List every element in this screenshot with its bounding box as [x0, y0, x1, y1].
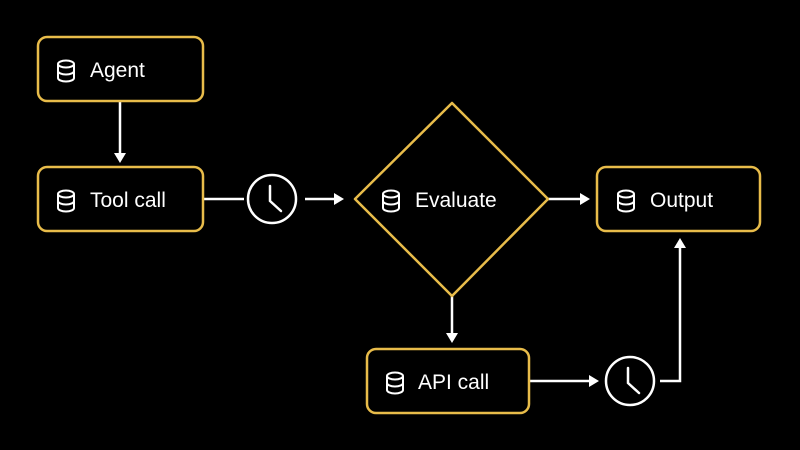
- node-output[interactable]: Output: [595, 165, 762, 233]
- edge-clock-to-output: [660, 238, 686, 383]
- node-label: Evaluate: [415, 189, 497, 212]
- node-api-call[interactable]: API call: [365, 347, 531, 415]
- edges: [114, 101, 686, 387]
- edge-clock-to-evaluate: [305, 193, 344, 205]
- clock-icon: [246, 173, 298, 225]
- node-label: API call: [418, 371, 489, 394]
- node-label: Agent: [90, 59, 145, 82]
- node-agent[interactable]: Agent: [36, 35, 205, 103]
- node-label: Tool call: [90, 189, 166, 212]
- node-evaluate[interactable]: Evaluate: [353, 101, 550, 298]
- edge-api-call-to-clock: [529, 375, 599, 387]
- node-label: Output: [650, 189, 713, 212]
- edge-evaluate-to-output: [548, 193, 590, 205]
- clock-icon: [604, 355, 656, 407]
- node-tool-call[interactable]: Tool call: [36, 165, 205, 233]
- edge-evaluate-to-api-call: [446, 296, 458, 343]
- edge-agent-to-tool-call: [114, 101, 126, 163]
